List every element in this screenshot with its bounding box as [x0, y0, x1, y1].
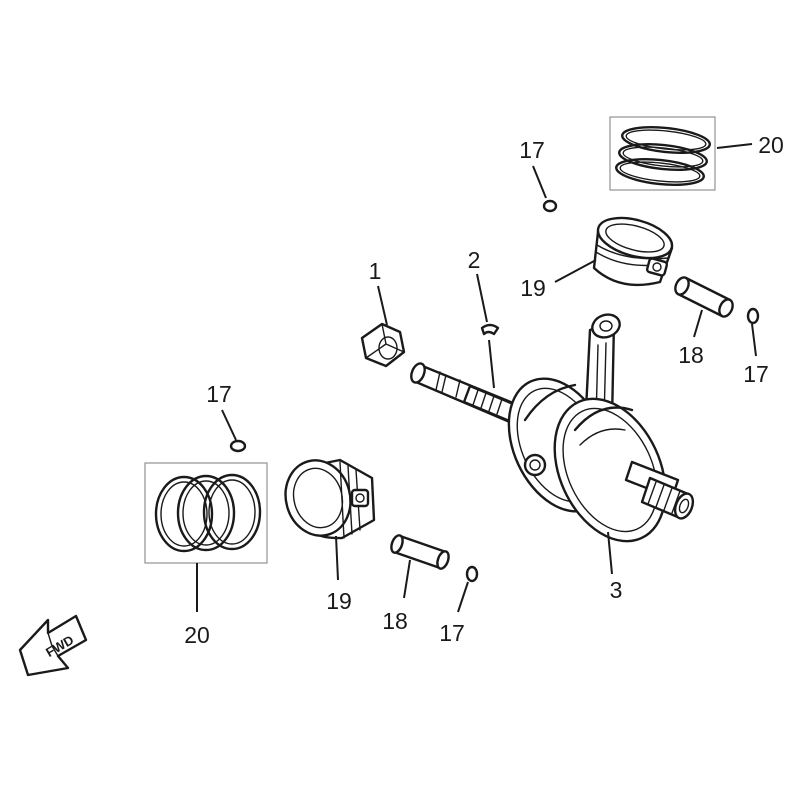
crankshaft-assembly — [410, 313, 695, 543]
callout-19-top: 19 — [520, 275, 546, 301]
fwd-arrow-icon: FWD — [18, 614, 88, 677]
callout-18-bottom: 18 — [382, 608, 408, 634]
ring-set-bottom-frame — [144, 462, 268, 564]
crankshaft-nut — [360, 322, 406, 368]
callout-17-right: 17 — [743, 361, 769, 387]
circlip-top — [542, 199, 558, 213]
crankshaft-right-shaft — [624, 460, 695, 520]
woodruff-key — [480, 323, 500, 336]
ring-set-top-frame — [609, 116, 716, 191]
callout-18-right: 18 — [678, 342, 704, 368]
callout-17-left: 17 — [206, 381, 232, 407]
callout-3-crankshaft: 3 — [610, 577, 623, 603]
callout-2-key: 2 — [468, 247, 481, 273]
circlip-bottom — [465, 565, 479, 583]
callout-17-top: 17 — [519, 137, 545, 163]
crankshaft-left-shaft — [410, 362, 520, 425]
circlip-left — [229, 439, 247, 453]
callout-20-top: 20 — [758, 132, 784, 158]
piston-bottom — [284, 458, 376, 540]
callout-20-bottom: 20 — [184, 622, 210, 648]
crankshaft-right-web — [553, 397, 667, 543]
piston-pin-right — [674, 276, 734, 318]
callout-17-bottom: 17 — [439, 620, 465, 646]
piston-pin-bottom — [390, 534, 450, 570]
piston-ring-set-top — [609, 116, 716, 191]
circlip-right — [746, 307, 760, 325]
callout-19-bottom: 19 — [326, 588, 352, 614]
callout-1-nut: 1 — [369, 258, 382, 284]
leader-lines — [196, 143, 757, 613]
piston-top — [592, 216, 674, 287]
piston-ring-set-bottom — [144, 462, 268, 564]
